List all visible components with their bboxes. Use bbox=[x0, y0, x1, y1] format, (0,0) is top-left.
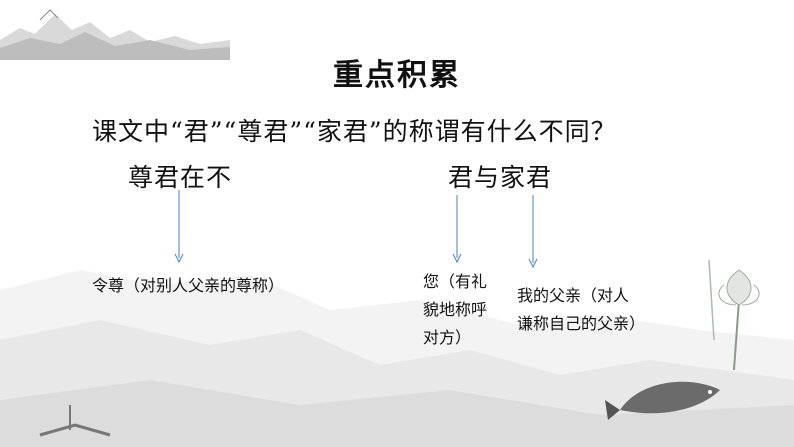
question-text: 课文中“君”“尊君”“家君”的称谓有什么不同？ bbox=[92, 117, 617, 146]
arrow-3 bbox=[528, 195, 538, 269]
arrow-2 bbox=[452, 195, 462, 264]
arrow-1 bbox=[174, 190, 184, 264]
ink-mountain-bottom-decoration bbox=[0, 270, 794, 447]
term-zunjun-zaibu: 尊君在不 bbox=[128, 163, 233, 192]
note-lingzun: 令尊（对别人父亲的尊称） bbox=[92, 276, 285, 295]
note-wode-fuqin: 我的父亲（对人谦称自己的父亲） bbox=[517, 286, 646, 333]
fish-decoration bbox=[605, 381, 720, 420]
slide-title: 重点积累 bbox=[333, 58, 461, 93]
note-nin: 您（有礼貌地称呼对方） bbox=[423, 272, 488, 347]
ink-mountain-top-decoration bbox=[0, 9, 230, 60]
lotus-decoration bbox=[708, 259, 760, 370]
term-jun-yu-jiajun: 君与家君 bbox=[448, 163, 553, 192]
